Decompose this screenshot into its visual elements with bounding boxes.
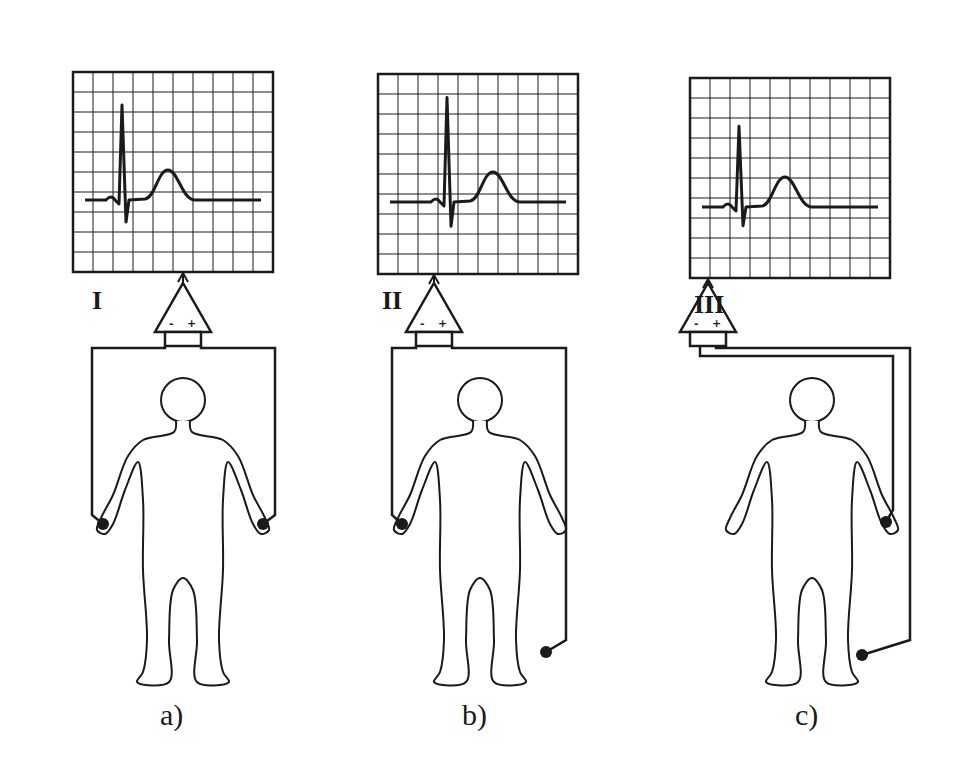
panel-label: c)	[795, 700, 818, 730]
ecg-screen	[690, 78, 890, 278]
lead-label: III	[694, 292, 724, 318]
electrode	[856, 649, 868, 661]
human-figure	[394, 378, 566, 685]
amplifier-symbol	[155, 272, 211, 346]
input-sign: +	[438, 318, 447, 329]
input-sign: -	[420, 318, 425, 329]
electrode	[97, 518, 109, 530]
electrode	[540, 646, 552, 658]
ecg-screen	[378, 74, 578, 274]
panel-label: a)	[160, 700, 183, 730]
electrode	[396, 518, 408, 530]
input-sign: +	[712, 318, 721, 329]
human-figure	[97, 378, 269, 685]
input-sign: +	[187, 318, 196, 329]
input-sign: -	[169, 318, 174, 329]
panel-label: b)	[462, 700, 487, 730]
electrode	[257, 518, 269, 530]
human-figure	[726, 378, 898, 685]
amplifier-symbol	[406, 274, 462, 346]
ecg-screen	[73, 72, 273, 272]
lead-wire	[92, 346, 910, 655]
lead-label: I	[92, 288, 102, 314]
lead-label: II	[382, 288, 402, 314]
input-sign: -	[694, 318, 699, 329]
electrode	[880, 516, 892, 528]
amplifier-symbol	[680, 278, 736, 346]
